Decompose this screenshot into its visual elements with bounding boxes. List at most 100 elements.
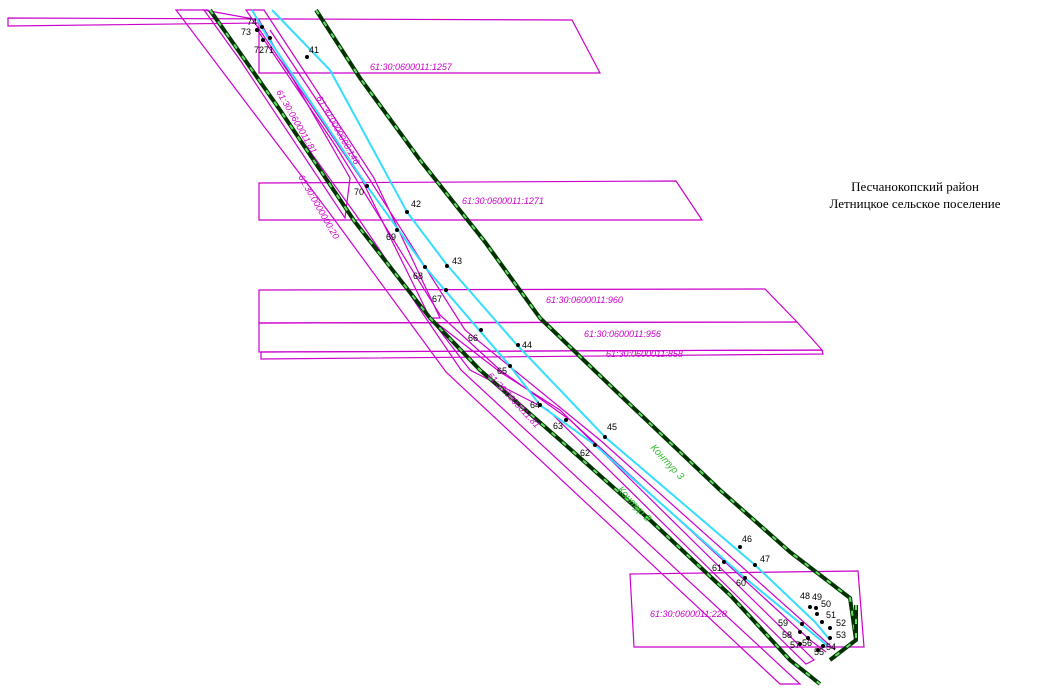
point-label: 61 [712, 563, 722, 573]
point-marker [722, 560, 726, 564]
point-label: 48 [800, 591, 810, 601]
point-label: 46 [742, 534, 752, 544]
point-marker [255, 28, 259, 32]
point-marker [444, 288, 448, 292]
parcel-label-960: 61:30:0600011:960 [546, 295, 623, 305]
point-marker [798, 642, 802, 646]
point-label: 70 [354, 187, 364, 197]
point-label: 58 [782, 630, 792, 640]
point-label: 55 [814, 647, 824, 657]
point-label: 60 [736, 578, 746, 588]
point-marker [808, 605, 812, 609]
parcel-line-b [269, 29, 836, 651]
point-label: 66 [468, 333, 478, 343]
point-marker [738, 545, 742, 549]
point-marker [753, 563, 757, 567]
boundary-line-west [251, 9, 829, 647]
point-marker [261, 38, 265, 42]
parcel-858 [260, 349, 824, 360]
parcel-label-146: 61:30:0000000:146 [314, 94, 361, 166]
contour-3-dash [315, 9, 857, 641]
district-name: Песчанокопский район [851, 179, 979, 194]
point-label: 50 [821, 599, 831, 609]
point-marker [305, 55, 309, 59]
point-label: 74 [247, 17, 257, 27]
boundary-line-east [271, 9, 831, 641]
point-marker [423, 265, 427, 269]
point-marker [268, 36, 272, 40]
point-label: 42 [411, 199, 421, 209]
region-title: Песчанокопский район Летницкое сельское … [795, 178, 1035, 212]
point-label: 51 [826, 610, 836, 620]
parcel-label-858: 61:30:0600011:858 [606, 349, 683, 359]
point-marker [806, 636, 810, 640]
point-label: 52 [836, 618, 846, 628]
point-label: 62 [580, 448, 590, 458]
point-marker [445, 264, 449, 268]
parcel-960 [258, 288, 799, 324]
point-marker [516, 343, 520, 347]
contour-label-3: Контур 3 [648, 443, 686, 483]
point-label: 59 [778, 618, 788, 628]
point-label: 57 [790, 640, 800, 650]
point-marker [405, 210, 409, 214]
point-marker [743, 576, 747, 580]
point-label: 54 [826, 642, 836, 652]
point-marker [593, 443, 597, 447]
parcel-label-956: 61:30:0600011:956 [584, 329, 661, 339]
contour-layer [208, 8, 858, 686]
point-marker [814, 606, 818, 610]
point-label: 45 [607, 422, 617, 432]
parcel-81-north [202, 9, 351, 220]
point-marker [603, 435, 607, 439]
parcel-label-1257: 61:30:0600011:1257 [370, 62, 453, 72]
point-label: 63 [553, 421, 563, 431]
parcel-228 [629, 570, 865, 648]
point-label: 43 [452, 256, 462, 266]
parcel-label-228: 61:30:0600011:228 [650, 609, 727, 619]
settlement-name: Летницкое сельское поселение [829, 196, 1001, 211]
boundary-layer [251, 9, 831, 647]
point-marker [828, 636, 832, 640]
point-labels: 41 42 43 44 45 46 47 48 49 50 51 52 53 5… [241, 17, 846, 657]
point-marker [816, 648, 820, 652]
contour-3-closure-dash [829, 605, 857, 661]
point-label: 72 [254, 45, 264, 55]
point-marker [260, 25, 264, 29]
point-marker [564, 418, 568, 422]
point-label: 71 [264, 45, 274, 55]
parcel-1271 [258, 180, 704, 221]
point-label: 73 [241, 27, 251, 37]
point-marker [508, 364, 512, 368]
parcel-956 [258, 321, 824, 353]
point-label: 44 [522, 340, 532, 350]
point-marker [828, 626, 832, 630]
point-label: 49 [812, 592, 822, 602]
parcel-labels: 61:30:0600011:1257 61:30:0600011:81 61:3… [274, 62, 727, 619]
point-label: 67 [432, 294, 442, 304]
point-label: 68 [413, 271, 423, 281]
parcel-line-a [255, 27, 827, 653]
point-label: 64 [530, 400, 540, 410]
point-label: 69 [386, 232, 396, 242]
point-label: 53 [836, 630, 846, 640]
point-marker [815, 612, 819, 616]
point-label: 56 [802, 638, 812, 648]
contour-2-dash [209, 9, 821, 685]
point-marker [820, 620, 824, 624]
point-marker [365, 184, 369, 188]
parcel-20 [174, 9, 802, 685]
point-markers [255, 25, 832, 652]
point-marker [800, 622, 804, 626]
point-marker [821, 644, 825, 648]
parcel-1257 [7, 17, 601, 74]
point-marker [538, 403, 542, 407]
point-label: 47 [760, 554, 770, 564]
contour-2-outline [208, 8, 822, 686]
point-marker [479, 328, 483, 332]
point-marker [798, 630, 802, 634]
parcel-81-south [429, 317, 816, 665]
contour-3-outline [314, 8, 858, 641]
